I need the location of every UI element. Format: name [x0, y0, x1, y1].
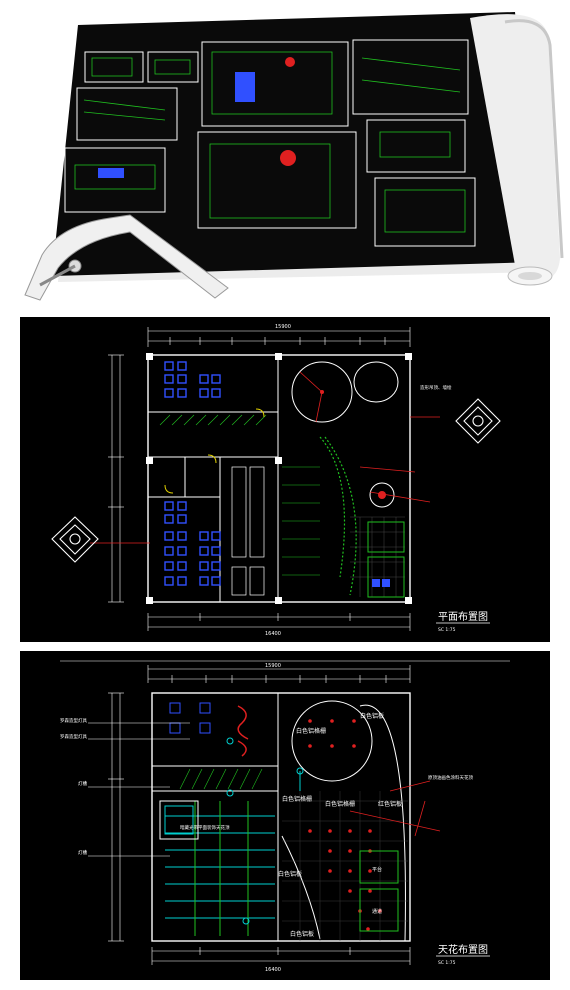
- plan-outer-wall: [147, 354, 411, 603]
- ceiling-label-1: 白色铝格栅: [296, 727, 326, 735]
- plan-scale: SC 1:75: [438, 627, 456, 633]
- ceiling-label-3: 白色铝格栅: [282, 795, 312, 803]
- ceiling-label-7: 白色铝板: [290, 930, 314, 938]
- ceiling-label-4: 白色铝格栅: [325, 800, 355, 808]
- ceiling-left-note-2: 罗森造型灯具: [60, 733, 87, 740]
- ceiling-center-note: 暗藏光带平面装饰天花顶: [180, 824, 230, 831]
- ceiling-label-6: 白色铝板: [278, 870, 302, 878]
- sheet-frames: [64, 39, 476, 247]
- ceiling-scale: SC 1:75: [438, 960, 456, 966]
- paper-roll: [470, 14, 564, 286]
- top-total-dim: 15900: [275, 324, 291, 330]
- ceiling-left-note-3: 灯槽: [78, 780, 87, 787]
- ceiling-right-note: 原顶油画色涂料天花顶: [428, 774, 473, 781]
- round-lounge: [291, 361, 353, 423]
- ceiling-title: 天花布置图: [438, 943, 488, 956]
- ceiling-label-passage: 通道: [372, 908, 382, 915]
- ceiling-left-note-4: 灯槽: [78, 849, 87, 856]
- ceiling-top-total-dim: 15900: [265, 663, 281, 669]
- ceiling-label-2: 白色铝板: [360, 712, 384, 720]
- ceiling-label-platform: 平台: [372, 866, 382, 873]
- bottom-total-dim: 16400: [265, 631, 281, 637]
- ceiling-light-points: [308, 719, 382, 931]
- blueprint-sheet-preview: [0, 0, 570, 310]
- compass-right: [455, 398, 501, 444]
- plan-note: 造形吊顶、墙绘: [420, 384, 452, 391]
- ceiling-left-note-1: 罗森造型灯具: [60, 717, 87, 724]
- blue-seats: [164, 361, 221, 586]
- plan-title: 平面布置图: [438, 611, 488, 623]
- ceiling-bottom-total-dim: 16400: [265, 967, 281, 973]
- protractor-ruler: [24, 214, 229, 301]
- ceiling-outer-wall: [151, 692, 411, 942]
- ceiling-label-5: 红色铝板: [378, 800, 402, 808]
- compass-left: [51, 516, 99, 563]
- ceiling-plan-drawing: 15900: [20, 651, 550, 980]
- floor-plan-drawing: 15900: [20, 317, 550, 642]
